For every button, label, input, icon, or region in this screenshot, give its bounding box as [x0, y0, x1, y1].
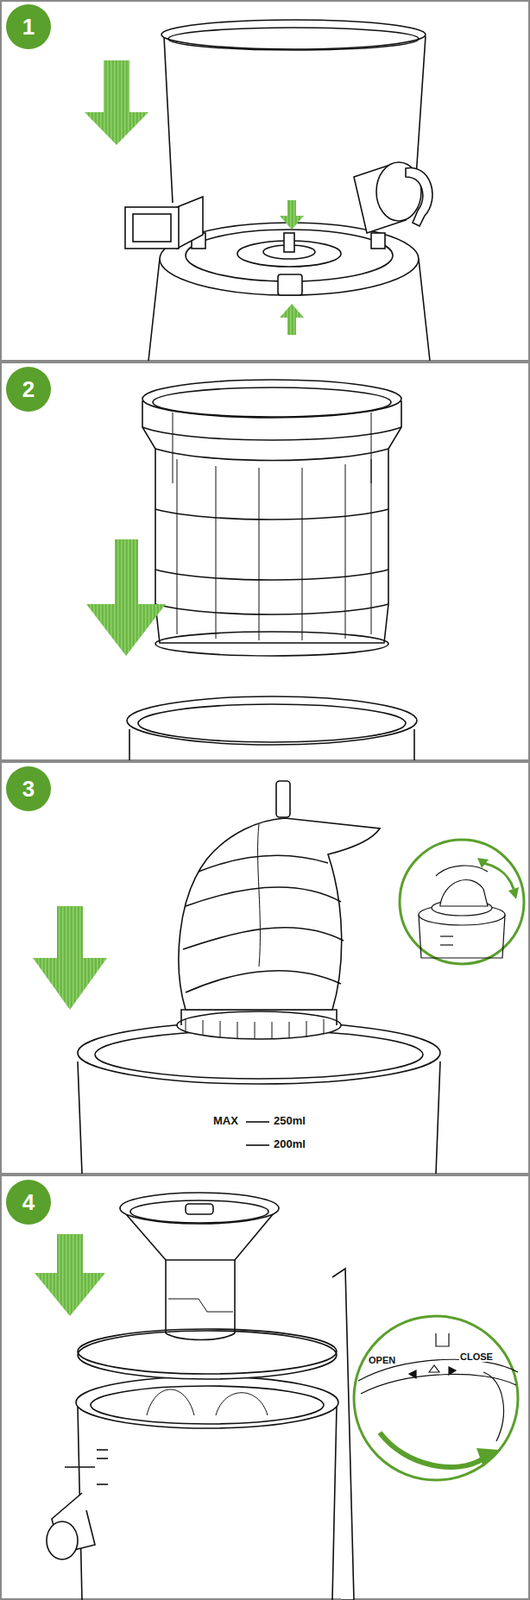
open-label: OPEN: [367, 1355, 397, 1366]
step-number: 1: [22, 15, 35, 38]
step-badge: 2: [6, 366, 51, 412]
step-number: 4: [22, 1191, 35, 1214]
capacity-label: 200ml: [272, 1138, 307, 1151]
step-badge: 3: [6, 766, 51, 812]
step-number: 3: [22, 777, 35, 801]
step-number: 2: [22, 378, 35, 401]
step-badge: 1: [6, 4, 51, 50]
step-badge: 4: [6, 1179, 51, 1225]
close-label: CLOSE: [459, 1351, 494, 1363]
max-label: MAX: [212, 1115, 240, 1128]
capacity-label: 250ml: [272, 1115, 307, 1128]
